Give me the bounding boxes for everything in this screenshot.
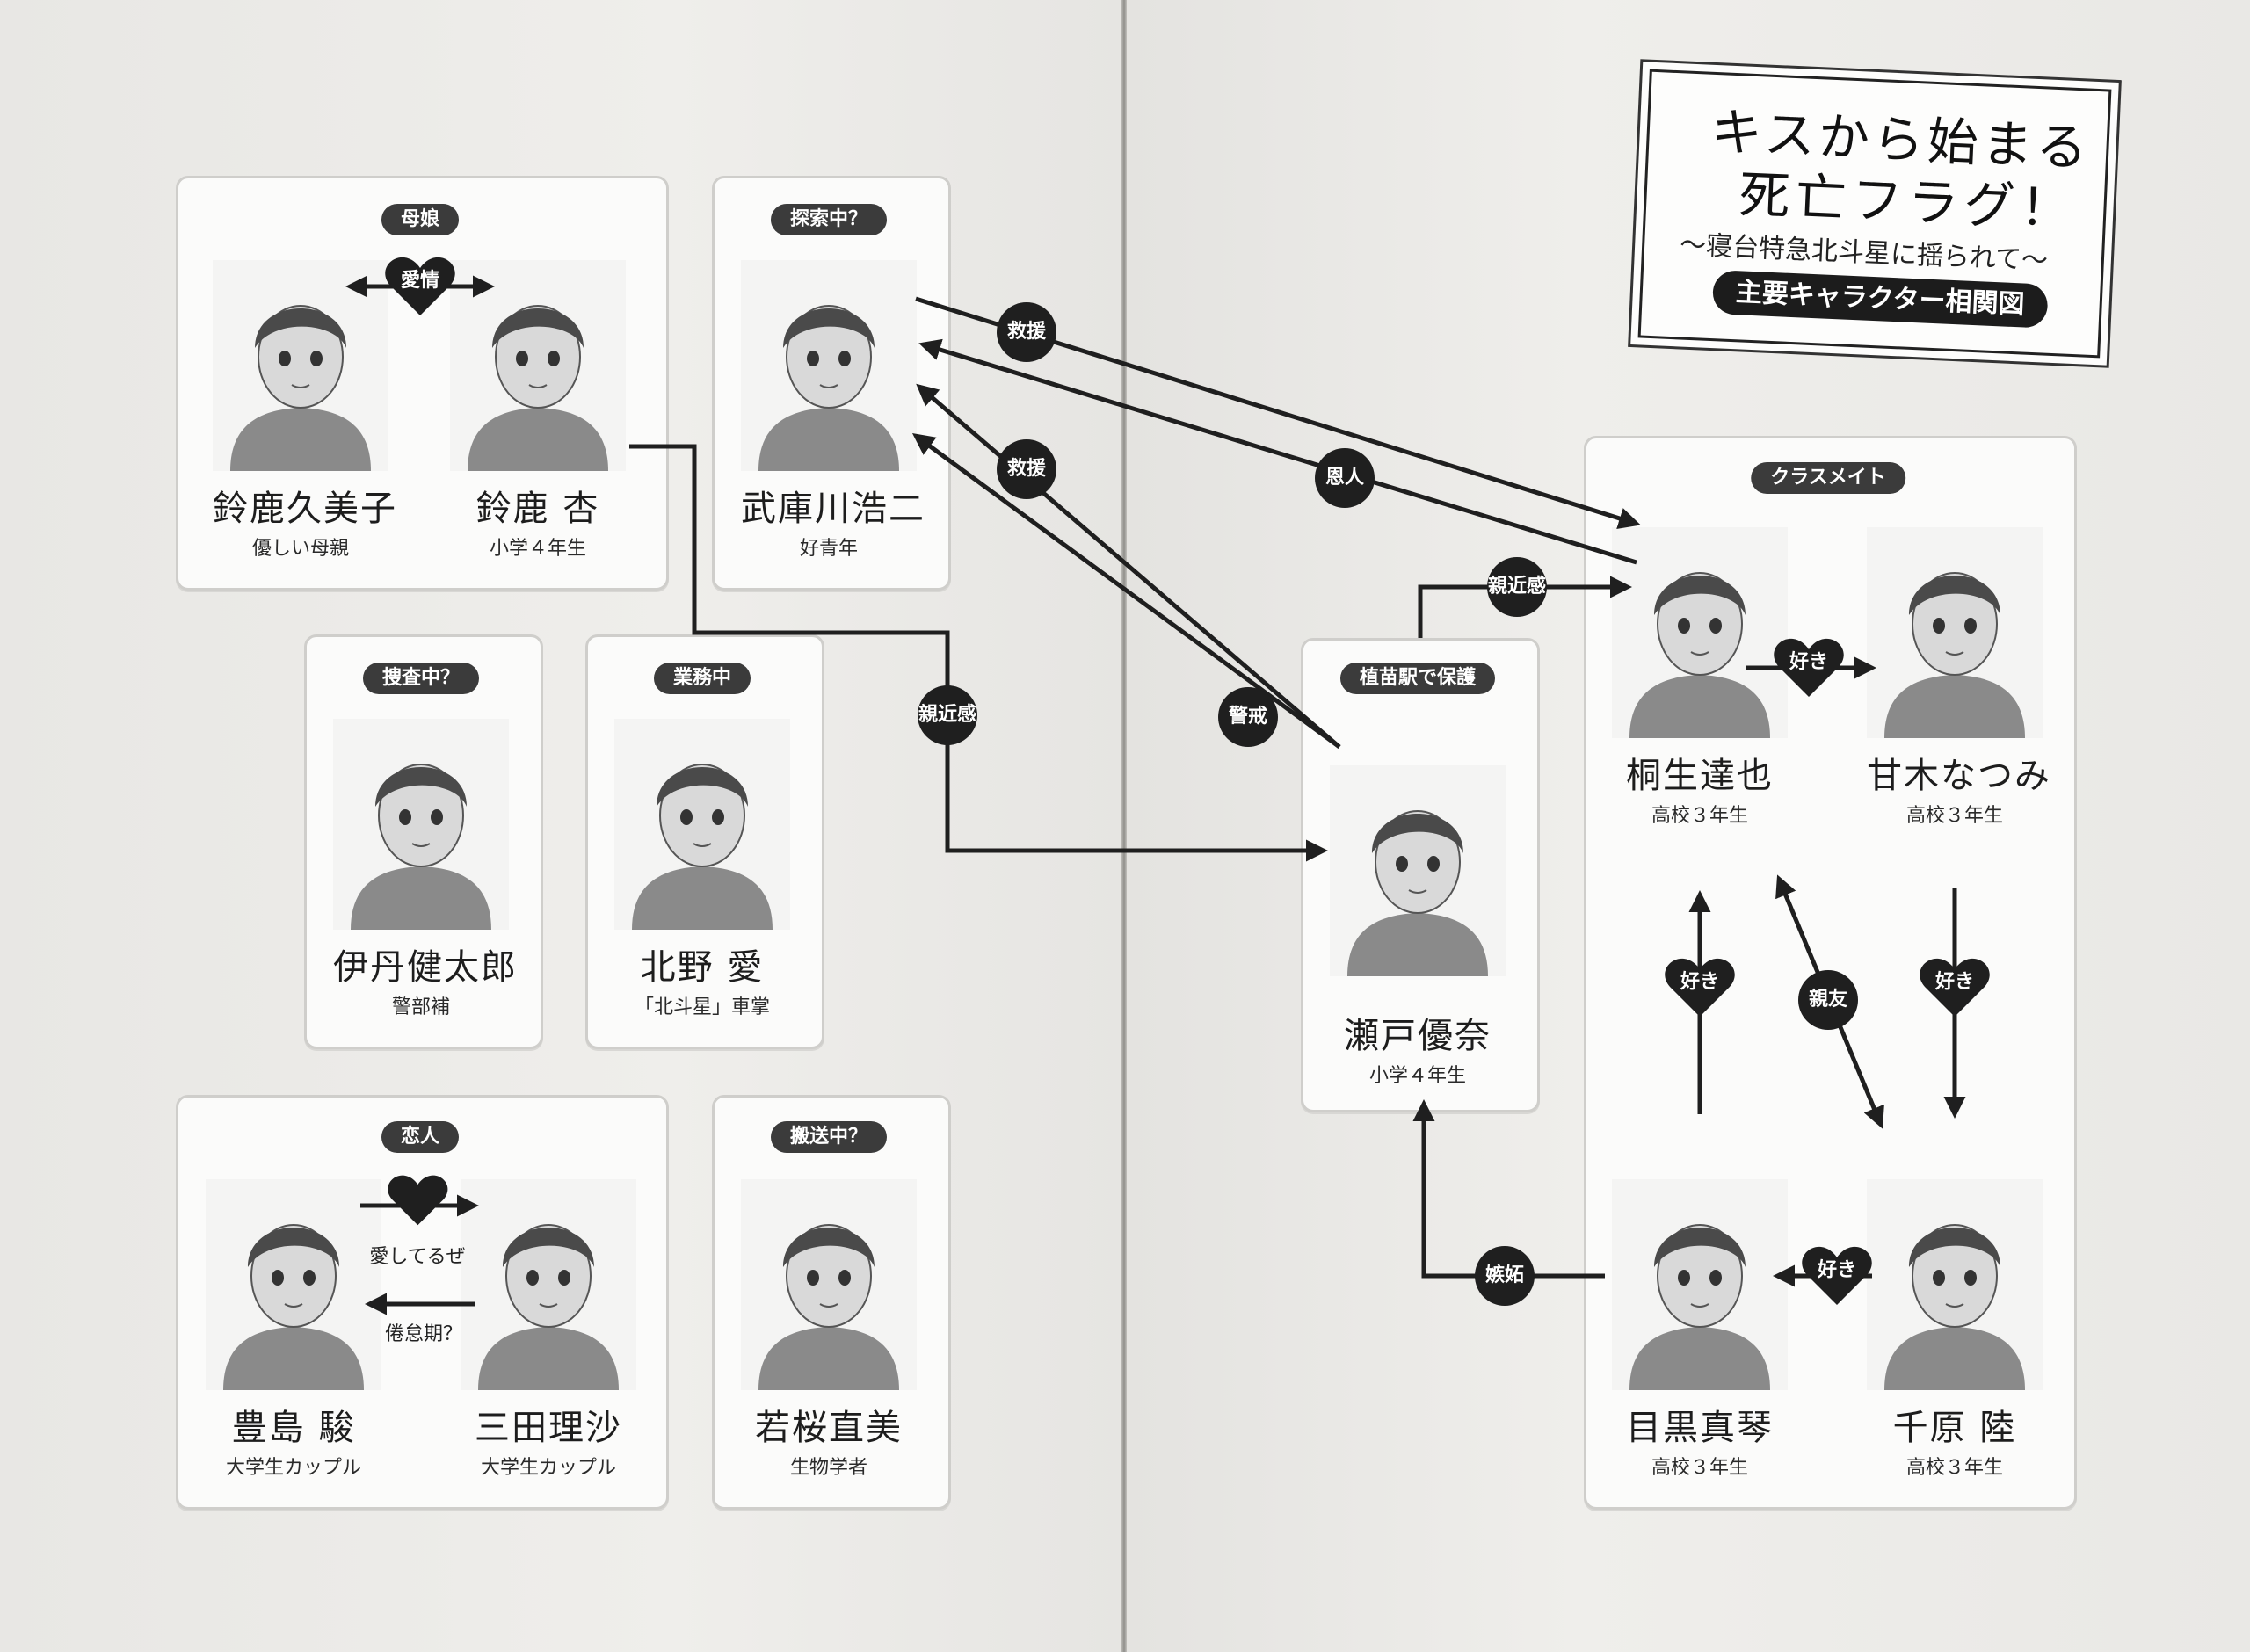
character-name: 武庫川浩二: [741, 489, 925, 529]
character-role: 小学４年生: [489, 538, 586, 560]
tag-investigating: 捜査中？: [362, 663, 480, 694]
character-role: 小学４年生: [1368, 1065, 1466, 1087]
character-role: 高校３年生: [1651, 1457, 1748, 1479]
label-text: 好き: [1934, 971, 1974, 993]
title-card: キスから始まる 死亡フラグ！ 〜寝台特急北斗星に揺られて〜 主要キャラクター相関…: [1637, 69, 2112, 359]
label-jealousy: 嫉妬: [1475, 1246, 1535, 1306]
tag-transporting: 搬送中？: [770, 1121, 888, 1153]
character-name: 千原 陸: [1892, 1408, 2017, 1448]
label-benefactor: 恩人: [1315, 448, 1375, 508]
heart-icon: [387, 1175, 448, 1226]
character-an[interactable]: 鈴鹿 杏 小学４年生: [450, 260, 626, 561]
label-text: 好き: [1817, 1259, 1856, 1281]
character-name: 若桜直美: [755, 1408, 903, 1448]
character-role: 「北斗星」車掌: [634, 996, 770, 1018]
line-benefactor: [918, 338, 1637, 565]
character-name: 北野 愛: [640, 947, 765, 988]
character-name: 桐生達也: [1626, 756, 1774, 796]
book-gutter: [1121, 0, 1127, 1652]
character-kumiko[interactable]: 鈴鹿久美子 優しい母親: [213, 260, 397, 561]
label-text: 好き: [1680, 971, 1719, 993]
character-riku[interactable]: 千原 陸 高校３年生: [1867, 1179, 2043, 1480]
character-role: 優しい母親: [251, 538, 349, 560]
character-name: 豊島 駿: [231, 1408, 356, 1448]
character-name: 鈴鹿久美子: [213, 489, 397, 529]
line-rescue2: [916, 383, 1341, 749]
character-name: 三田理沙: [475, 1408, 622, 1448]
character-yuna[interactable]: 瀬戸優奈 小学４年生: [1330, 743, 1506, 1088]
label-likes3: 好き: [1918, 957, 1992, 1018]
character-role: 高校３年生: [1905, 805, 2003, 827]
tag-working: 業務中: [653, 663, 751, 694]
character-name: 鈴鹿 杏: [475, 489, 600, 529]
line-kinship2: [1418, 576, 1632, 638]
label-rescue1: 救援: [997, 302, 1056, 362]
tag-searching: 探索中？: [770, 204, 888, 235]
character-role: 高校３年生: [1905, 1457, 2003, 1479]
label-caution: 警戒: [1218, 687, 1278, 747]
character-name: 瀬戸優奈: [1344, 1016, 1492, 1056]
line-caution: [911, 433, 1341, 750]
character-role: 生物学者: [789, 1457, 867, 1479]
label-likes4: 好き: [1800, 1245, 1874, 1307]
label-likes2: 好き: [1663, 957, 1737, 1018]
character-tatsuya[interactable]: 桐生達也 高校３年生: [1612, 527, 1788, 828]
tag-lovers: 恋人: [381, 1121, 460, 1153]
character-koji[interactable]: 武庫川浩二 好青年: [741, 260, 925, 561]
character-risa[interactable]: 三田理沙 大学生カップル: [461, 1179, 636, 1480]
character-naomi[interactable]: 若桜直美 生物学者: [741, 1179, 917, 1480]
character-makoto[interactable]: 目黒真琴 高校３年生: [1612, 1179, 1788, 1480]
character-shun[interactable]: 豊島 駿 大学生カップル: [206, 1179, 381, 1480]
label-affection: 愛情: [383, 256, 457, 317]
label-likes1: 好き: [1772, 637, 1846, 699]
character-natsumi[interactable]: 甘木なつみ 高校３年生: [1867, 527, 2051, 828]
line-kinship1: [629, 444, 1328, 862]
line-jealousy: [1412, 1099, 1605, 1279]
character-name: 伊丹健太郎: [333, 947, 518, 988]
label-kinship2: 親近感: [1487, 557, 1547, 617]
character-name: 甘木なつみ: [1867, 756, 2051, 796]
character-role: 大学生カップル: [480, 1457, 616, 1479]
character-kentaro[interactable]: 伊丹健太郎 警部補: [333, 719, 518, 1019]
label-rescue2: 救援: [997, 439, 1056, 499]
character-ai[interactable]: 北野 愛 「北斗星」車掌: [614, 719, 790, 1019]
label-text: 愛してるぜ: [369, 1246, 466, 1268]
title-badge: 主要キャラクター相関図: [1711, 270, 2049, 329]
label-text: 愛情: [400, 270, 439, 292]
character-role: 警部補: [391, 996, 450, 1018]
label-text: 好き: [1789, 651, 1828, 673]
tag-classmates: クラスメイト: [1751, 462, 1905, 494]
label-kinship1: 親近感: [918, 685, 977, 745]
label-fatigue: 倦怠期？: [384, 1323, 463, 1345]
character-role: 好青年: [799, 538, 858, 560]
label-best-friend: 親友: [1798, 970, 1858, 1030]
label-love-you: 愛してるぜ: [369, 1174, 466, 1268]
character-role: 大学生カップル: [225, 1457, 361, 1479]
tag-mother-daughter: 母娘: [381, 204, 460, 235]
character-name: 目黒真琴: [1626, 1408, 1774, 1448]
character-role: 高校３年生: [1651, 805, 1748, 827]
tag-protected: 植苗駅で保護: [1339, 663, 1496, 694]
